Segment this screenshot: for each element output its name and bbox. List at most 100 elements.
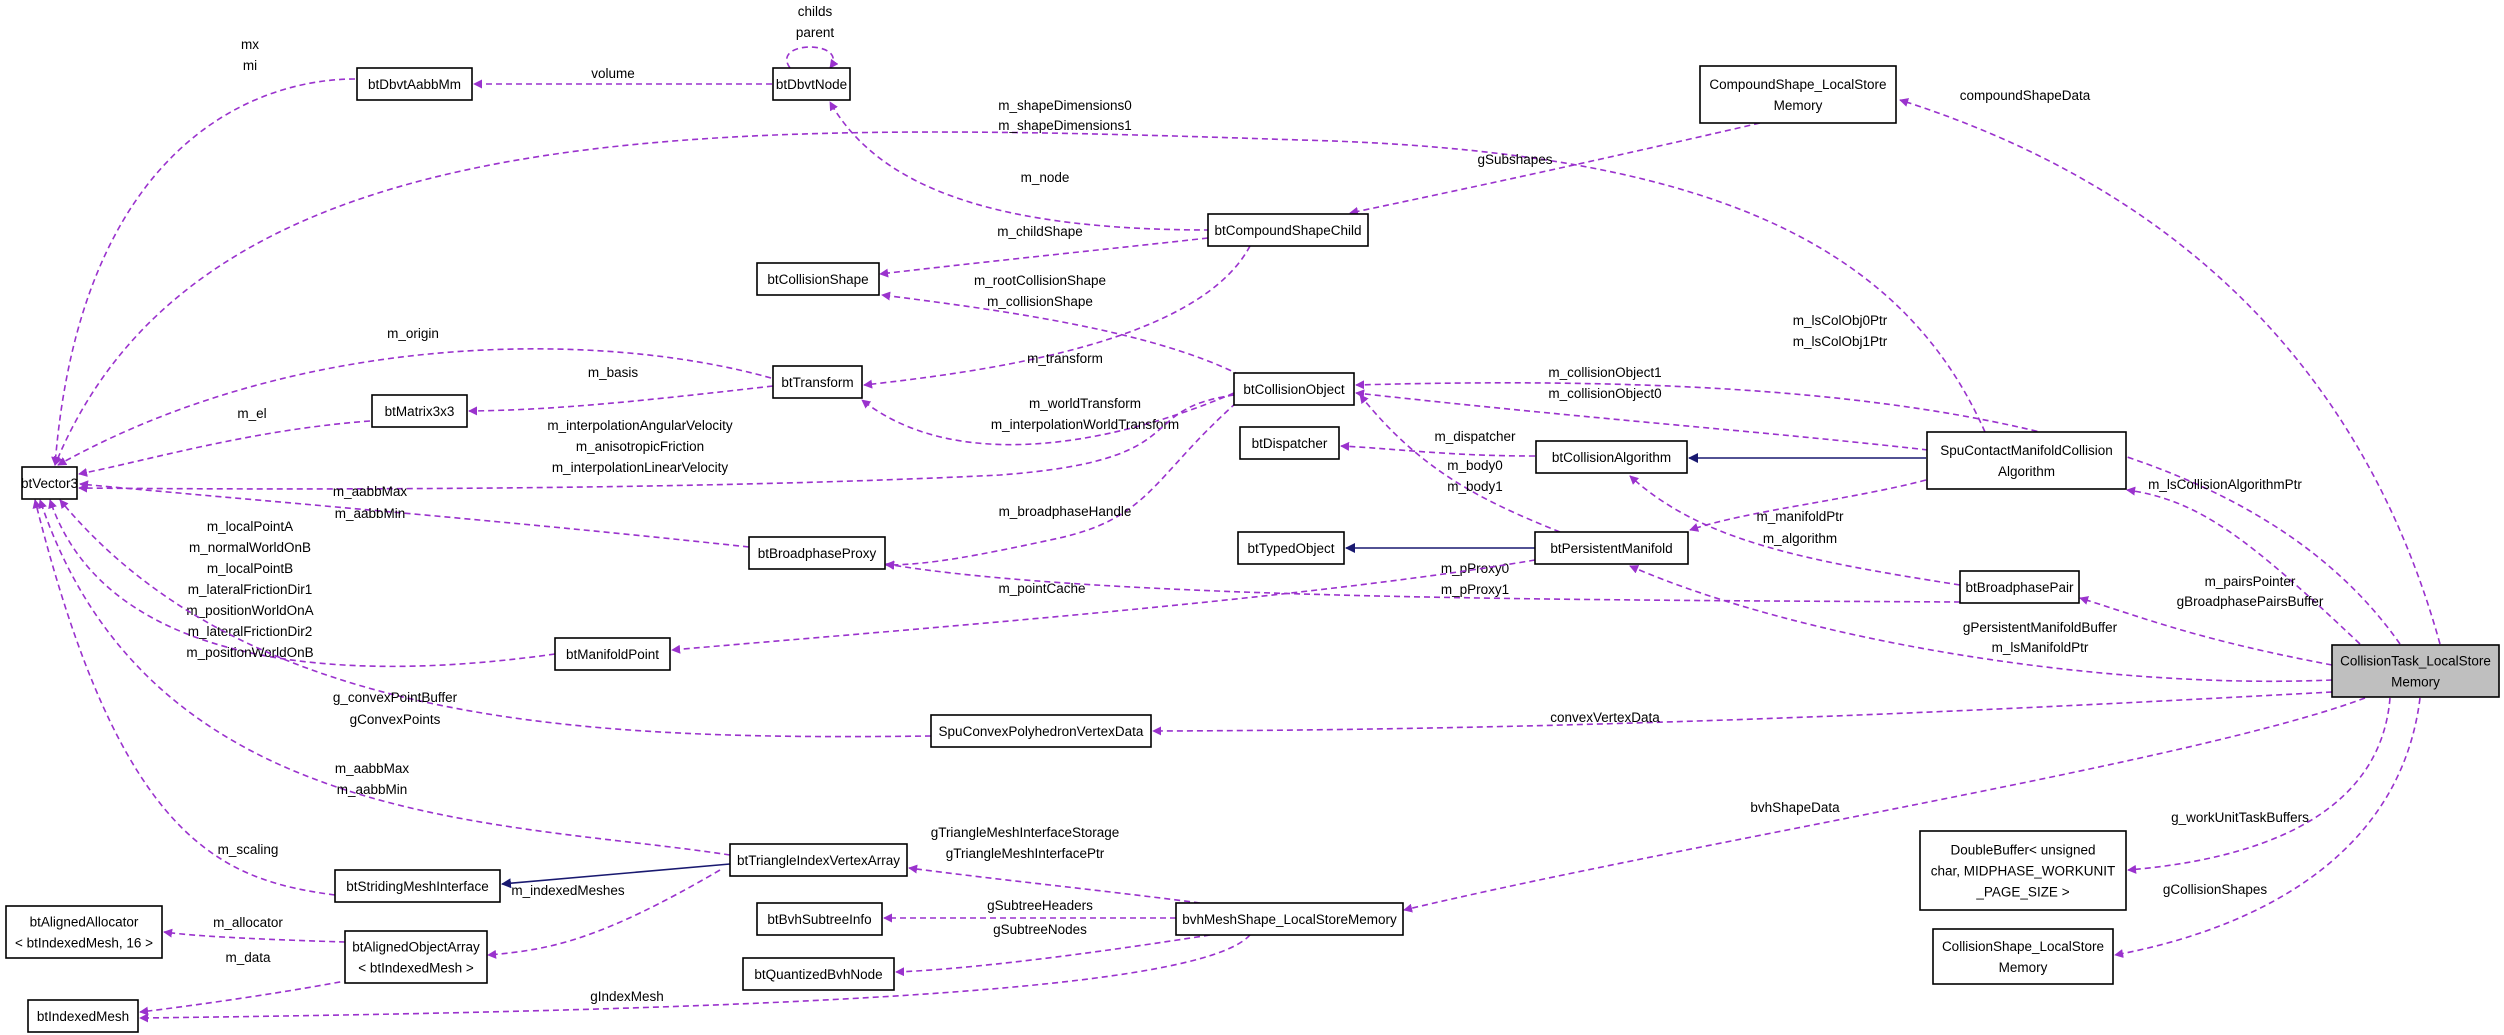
node-bt-dbvt-node[interactable]: btDbvtNode [772,67,851,101]
node-box [772,365,863,399]
node-bvh-mesh-shape-local-store-memory[interactable]: bvhMeshShape_LocalStoreMemory [1175,902,1404,936]
edge-label: m_positionWorldOnB [186,645,313,660]
edge-bt-triangle-index-vertex-array-to-bt-aligned-object-array: m_indexedMeshes [487,869,721,959]
edge-label: m_collisionObject1 [1548,365,1661,380]
edge-line [863,245,1251,389]
edge-label: m_anisotropicFriction [576,439,704,454]
node-label: btMatrix3x3 [385,404,455,419]
edge-label: m_aabbMax [333,484,408,499]
node-bt-compound-shape-child[interactable]: btCompoundShapeChild [1207,213,1369,247]
edge-label: m_interpolationLinearVelocity [552,460,729,475]
node-label: bvhMeshShape_LocalStoreMemory [1182,912,1397,927]
edge-line [32,499,336,896]
edge-label: m_aabbMax [335,761,410,776]
edge-label: m_aabbMin [337,782,408,797]
node-box [756,902,883,936]
node-label: btAlignedObjectArray [352,940,480,955]
node-bt-quantized-bvh-node[interactable]: btQuantizedBvhNode [742,957,895,991]
node-bt-transform[interactable]: btTransform [772,365,863,399]
node-label: btDbvtAabbMm [368,77,461,92]
node-bt-manifold-point[interactable]: btManifoldPoint [554,637,671,671]
edge-label: m_indexedMeshes [511,883,625,898]
node-bt-vector3[interactable]: btVector3 [21,466,78,500]
edge-line [881,291,1241,376]
edge-label: m_normalWorldOnB [189,540,311,555]
edge-compound-shape-local-store-memory-to-bt-compound-shape-child: gSubshapes [1349,122,1761,216]
node-bt-broadphase-pair[interactable]: btBroadphasePair [1959,570,2080,604]
node-bt-triangle-index-vertex-array[interactable]: btTriangleIndexVertexArray [729,843,908,877]
node-compound-shape-local-store-memory[interactable]: CompoundShape_LocalStoreMemory [1699,65,1897,124]
node-label: btCollisionShape [767,272,868,287]
node-bt-dbvt-aabb-mm[interactable]: btDbvtAabbMm [356,67,473,101]
node-bt-aligned-object-array[interactable]: btAlignedObjectArray< btIndexedMesh > [344,930,488,984]
node-spu-convex-polyhedron-vertex-data[interactable]: SpuConvexPolyhedronVertexData [930,714,1152,748]
node-bt-broadphase-proxy[interactable]: btBroadphaseProxy [748,536,886,570]
node-bt-aligned-allocator[interactable]: btAlignedAllocator< btIndexedMesh, 16 > [5,905,163,959]
edge-label: m_body0 [1447,458,1503,473]
edge-line [78,420,371,477]
node-box [371,394,468,428]
edge-label: m_lsColObj1Ptr [1793,334,1888,349]
edge-line [2114,697,2421,958]
node-box [1535,440,1688,474]
edge-bt-aligned-object-array-to-bt-aligned-allocator: m_allocator [163,915,346,943]
edge-label: volume [591,66,635,81]
edge-bt-matrix3x3-to-bt-vector3: m_el [78,406,371,477]
edge-label: m_pointCache [998,581,1085,596]
node-label: btAlignedAllocator [30,915,139,930]
edge-bt-persistent-manifold-to-bt-manifold-point: m_pointCache [671,559,1536,654]
edge-label: m_childShape [997,224,1083,239]
node-label: Algorithm [1998,464,2055,479]
node-bt-typed-object[interactable]: btTypedObject [1237,531,1345,565]
node-collision-task-local-store-memory[interactable]: CollisionTask_LocalStoreMemory [2331,644,2500,698]
edge-line [2126,486,2361,645]
node-bt-dispatcher[interactable]: btDispatcher [1239,426,1340,460]
node-label: btBroadphasePair [1965,580,2074,595]
node-bt-collision-object[interactable]: btCollisionObject [1233,372,1355,406]
edge-collision-task-local-store-memory-to-collision-shape-local-store-memory: gCollisionShapes [2114,697,2421,958]
edge-line [487,869,721,959]
edge-line [38,499,731,856]
node-box [1959,570,2080,604]
node-bt-striding-mesh-interface[interactable]: btStridingMeshInterface [334,869,501,903]
edge-bt-compound-shape-child-to-bt-dbvt-node: m_node [829,101,1211,231]
node-bt-indexed-mesh[interactable]: btIndexedMesh [27,999,139,1033]
edge-line [1689,479,1927,532]
edge-line [1629,565,2333,683]
edge-label: gIndexMesh [590,989,664,1004]
node-bt-collision-shape[interactable]: btCollisionShape [756,262,880,296]
edge-label: m_allocator [213,915,283,930]
edge-label: m_origin [387,326,439,341]
node-label: btPersistentManifold [1550,541,1672,556]
edge-label: m_lsManifoldPtr [1992,640,2089,655]
node-bt-collision-algorithm[interactable]: btCollisionAlgorithm [1535,440,1688,474]
node-label: btTransform [781,375,853,390]
edge-label: gSubtreeNodes [993,922,1087,937]
edge-label: m_scaling [218,842,279,857]
edge-label: m_lateralFrictionDir2 [188,624,313,639]
edge-line [885,560,1961,603]
node-collision-shape-local-store-memory[interactable]: CollisionShape_LocalStoreMemory [1932,928,2114,985]
edge-collision-task-local-store-memory-to-bvh-mesh-shape-local-store-memory: bvhShapeData [1403,697,2366,913]
edge-bt-manifold-point-to-bt-vector3: m_localPointAm_normalWorldOnBm_localPoin… [48,499,556,668]
edge-bt-triangle-index-vertex-array-to-bt-striding-mesh-interface [501,863,731,889]
edge-bt-dbvt-node-to-bt-dbvt-aabb-mm: volume [473,66,772,89]
node-label: btDispatcher [1252,436,1328,451]
edge-line [1152,691,2333,736]
edge-line [139,979,351,1016]
node-bt-bvh-subtree-info[interactable]: btBvhSubtreeInfo [756,902,883,936]
edge-line [1359,394,1561,533]
edge-bt-collision-object-to-bt-vector3: m_interpolationAngularVelocity m_anisotro… [78,394,1235,493]
edge-label: m_pProxy1 [1441,582,1509,597]
edge-bt-striding-mesh-interface-to-bt-vector3: m_scaling [32,499,336,896]
edge-label: m_interpolationAngularVelocity [547,418,733,433]
edge-line [786,46,839,69]
node-bt-persistent-manifold[interactable]: btPersistentManifold [1534,531,1689,565]
edge-line [2079,596,2333,666]
node-bt-matrix3x3[interactable]: btMatrix3x3 [371,394,468,428]
edge-label: m_shapeDimensions0 [998,98,1132,113]
